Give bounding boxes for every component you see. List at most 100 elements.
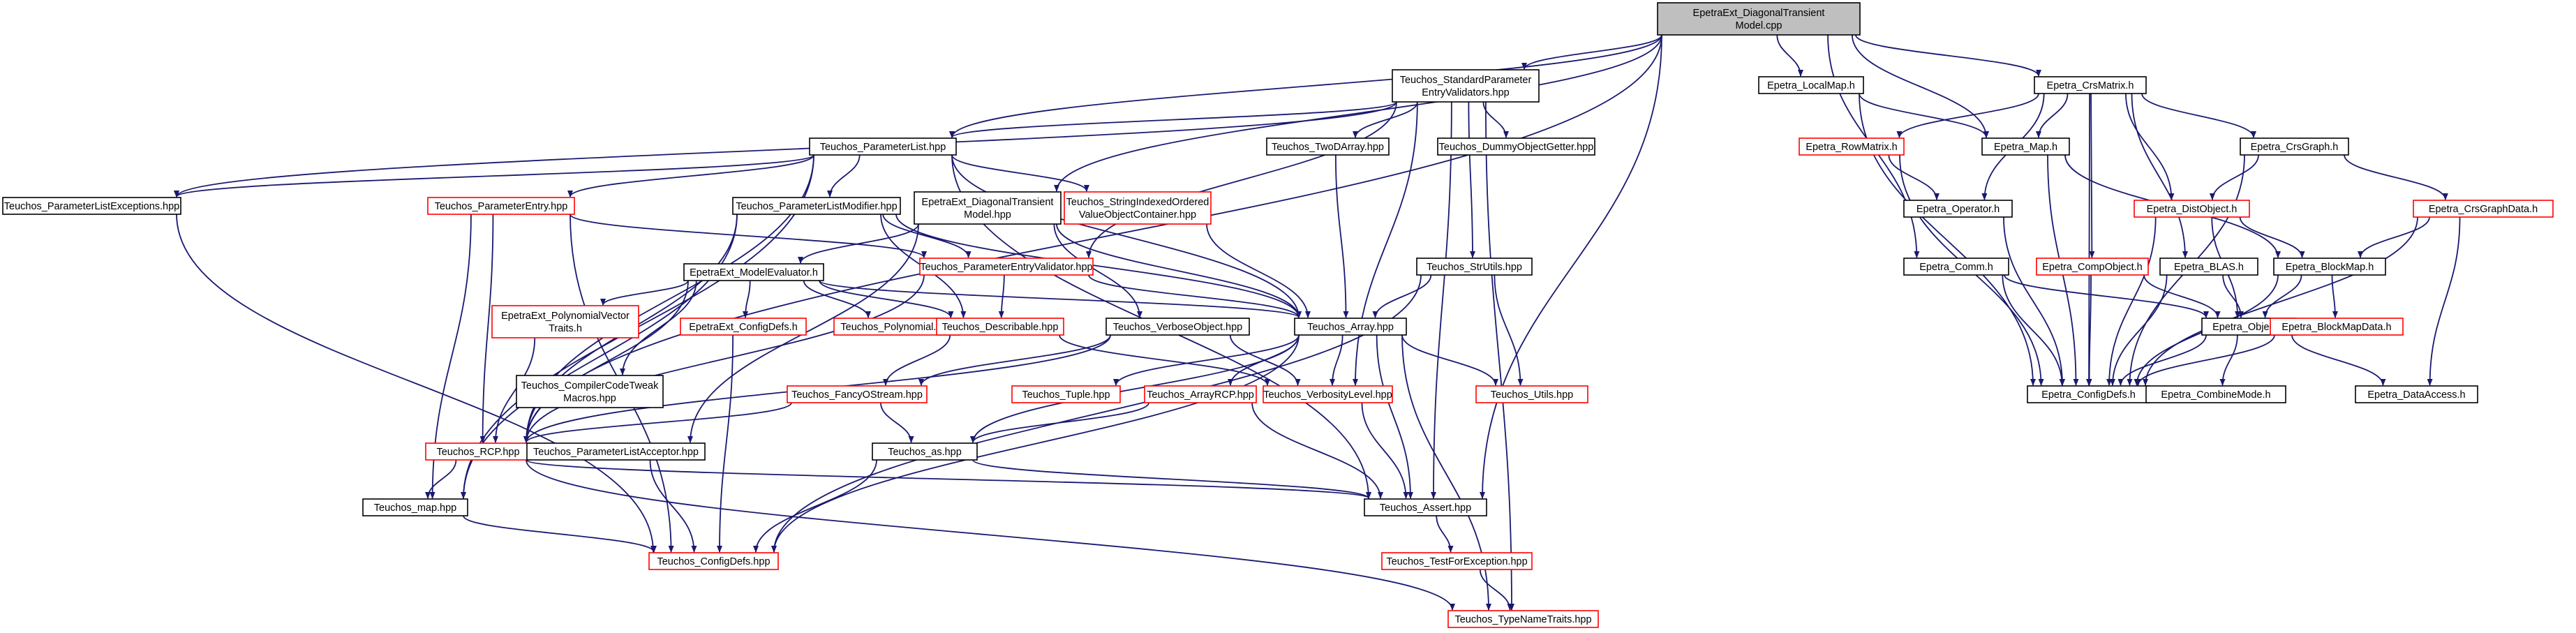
edge-line <box>1251 402 1383 499</box>
node-array-rcp[interactable]: Teuchos_ArrayRCP.hpp <box>1144 385 1257 403</box>
node-label: Epetra_BLAS.h <box>2174 262 2244 273</box>
node-epetra-crsmatrix[interactable]: Epetra_CrsMatrix.h <box>2034 76 2147 94</box>
node-verbosity-level[interactable]: Teuchos_VerbosityLevel.hpp <box>1263 385 1393 403</box>
edge-root-to-epetra_localmap <box>1776 34 1803 77</box>
node-epetra-operator[interactable]: Epetra_Operator.h <box>1903 200 2013 218</box>
node-box <box>1105 318 1250 336</box>
node-type-name-traits[interactable]: Teuchos_TypeNameTraits.hpp <box>1447 610 1599 628</box>
edge-rcp-to-teuchos_map <box>425 459 457 499</box>
node-test-for-exception[interactable]: Teuchos_TestForException.hpp <box>1381 552 1533 570</box>
node-parameter-entry[interactable]: Teuchos_ParameterEntry.hpp <box>427 197 575 215</box>
edge-line <box>2117 334 2207 386</box>
edge-line <box>176 214 656 553</box>
node-box <box>2027 385 2150 403</box>
node-param-list-acceptor[interactable]: Teuchos_ParameterListAcceptor.hpp <box>526 442 706 461</box>
node-box <box>2034 76 2147 94</box>
node-describable[interactable]: Teuchos_Describable.hpp <box>936 318 1064 336</box>
node-box <box>732 197 901 215</box>
edge-line <box>1480 34 1662 499</box>
edge-line <box>1521 34 1662 70</box>
edge-line <box>2002 274 2065 386</box>
edge-std_param_validators-to-param_entry_validator <box>1086 101 1397 258</box>
node-epetra-crsgraph[interactable]: Epetra_CrsGraph.h <box>2240 137 2349 156</box>
edge-array-to-teuchos_utils <box>1401 334 1498 386</box>
node-dummy-object-getter[interactable]: Teuchos_DummyObjectGetter.hpp <box>1437 137 1595 156</box>
edge-line <box>523 274 925 443</box>
edge-line <box>949 34 1662 138</box>
node-epetra-dataaccess[interactable]: Epetra_DataAccess.h <box>2355 385 2478 403</box>
node-epetra-rowmatrix[interactable]: Epetra_RowMatrix.h <box>1799 137 1905 156</box>
edge-line <box>753 459 877 553</box>
node-tuple[interactable]: Teuchos_Tuple.hpp <box>1011 385 1121 403</box>
node-teuchos-as[interactable]: Teuchos_as.hpp <box>872 442 978 461</box>
node-epetra-map[interactable]: Epetra_Map.h <box>1981 137 2070 156</box>
node-verbose-object[interactable]: Teuchos_VerboseObject.hpp <box>1105 318 1250 336</box>
node-param-list-exceptions[interactable]: Teuchos_ParameterListExceptions.hpp <box>2 197 181 215</box>
node-array[interactable]: Teuchos_Array.hpp <box>1294 318 1407 336</box>
node-epetra-crsgraphdata[interactable]: Epetra_CrsGraphData.h <box>2413 200 2554 218</box>
node-string-indexed[interactable]: Teuchos_StringIndexedOrderedValueObjectC… <box>1064 191 1212 225</box>
edge-param_entry_validator-to-rcp <box>523 274 925 443</box>
edge-fancy_ostream-to-teuchos_as <box>880 402 914 443</box>
node-param-list-modifier[interactable]: Teuchos_ParameterListModifier.hpp <box>732 197 901 215</box>
edge-str_utils-to-teuchos_configdefs <box>771 274 1422 553</box>
edge-epetra_crsgraphdata-to-epetra_dataaccess <box>2427 216 2461 386</box>
node-teuchos-configdefs[interactable]: Teuchos_ConfigDefs.hpp <box>648 552 779 570</box>
edge-str_utils-to-teuchos_utils <box>1494 274 1524 386</box>
node-label: Teuchos_ParameterListModifier.hpp <box>736 201 897 212</box>
edge-array-to-verbosity_level <box>1330 334 1343 386</box>
edge-line <box>951 154 1302 318</box>
node-epetra-configdefs[interactable]: Epetra_ConfigDefs.h <box>2027 385 2150 403</box>
edge-line <box>2344 154 2448 200</box>
edge-line <box>819 280 954 318</box>
node-teuchos-map[interactable]: Teuchos_map.hpp <box>362 498 468 516</box>
node-fancy-ostream[interactable]: Teuchos_FancyOStream.hpp <box>787 385 928 403</box>
node-epetra-distobject[interactable]: Epetra_DistObject.h <box>2134 200 2250 218</box>
node-rcp[interactable]: Teuchos_RCP.hpp <box>425 442 531 461</box>
node-epetra-comm[interactable]: Epetra_Comm.h <box>1903 258 2009 276</box>
node-std-param-validators[interactable]: Teuchos_StandardParameterEntryValidators… <box>1392 69 1540 103</box>
node-str-utils[interactable]: Teuchos_StrUtils.hpp <box>1416 258 1533 276</box>
node-label: Epetra_Map.h <box>1994 142 2057 153</box>
node-box <box>787 385 928 403</box>
node-epetra-blockmap[interactable]: Epetra_BlockMap.h <box>2273 258 2386 276</box>
node-box <box>2 197 181 215</box>
node-box <box>1011 385 1121 403</box>
node-box <box>914 191 1062 225</box>
node-epetra-blockmapdata[interactable]: Epetra_BlockMapData.h <box>2270 318 2404 336</box>
node-epetra-combinemode[interactable]: Epetra_CombineMode.h <box>2145 385 2286 403</box>
edge-two_d_array-to-array <box>1334 154 1349 318</box>
edge-epetra_crsmatrix-to-epetra_configdefs <box>2086 93 2092 386</box>
node-epetra-object[interactable]: Epetra_Object.h <box>2201 318 2297 336</box>
edge-line <box>1353 101 1418 138</box>
edge-epetra_crsgraph-to-epetra_crsgraphdata <box>2344 154 2448 200</box>
edge-line <box>1059 334 1270 386</box>
edge-epetra_distobject-to-epetra_blockmap <box>2239 216 2305 258</box>
node-label: EpetraExt_DiagonalTransient <box>1693 8 1825 19</box>
node-label: Teuchos_TestForException.hpp <box>1386 556 1527 567</box>
node-teuchos-assert[interactable]: Teuchos_Assert.hpp <box>1364 498 1487 516</box>
edge-line <box>798 223 919 264</box>
node-parameter-list[interactable]: Teuchos_ParameterList.hpp <box>809 137 957 156</box>
edge-epetra_localmap-to-epetra_configdefs <box>1859 93 2036 386</box>
node-label: EpetraExt_ConfigDefs.h <box>689 322 798 333</box>
edge-line <box>523 402 792 443</box>
edge-line <box>1086 101 1397 258</box>
node-epetra-compobject[interactable]: Epetra_CompObject.h <box>2036 258 2149 276</box>
node-label: Epetra_ConfigDefs.h <box>2041 389 2136 401</box>
node-epetra-localmap[interactable]: Epetra_LocalMap.h <box>1758 76 1864 94</box>
edge-line <box>1888 154 1940 200</box>
node-model-evaluator[interactable]: EpetraExt_ModelEvaluator.h <box>683 263 824 281</box>
node-two-d-array[interactable]: Teuchos_TwoDArray.hpp <box>1266 137 1390 156</box>
node-epetraext-configdefs[interactable]: EpetraExt_ConfigDefs.h <box>680 318 807 336</box>
node-box <box>1799 137 1905 156</box>
node-label: Teuchos_map.hpp <box>374 502 457 514</box>
edge-line <box>2239 216 2305 258</box>
node-epetra-blas[interactable]: Epetra_BLAS.h <box>2159 258 2258 276</box>
node-teuchos-utils[interactable]: Teuchos_Utils.hpp <box>1475 385 1588 403</box>
node-param-entry-validator[interactable]: Teuchos_ParameterEntryValidator.hpp <box>919 258 1094 276</box>
node-box <box>1364 498 1487 516</box>
